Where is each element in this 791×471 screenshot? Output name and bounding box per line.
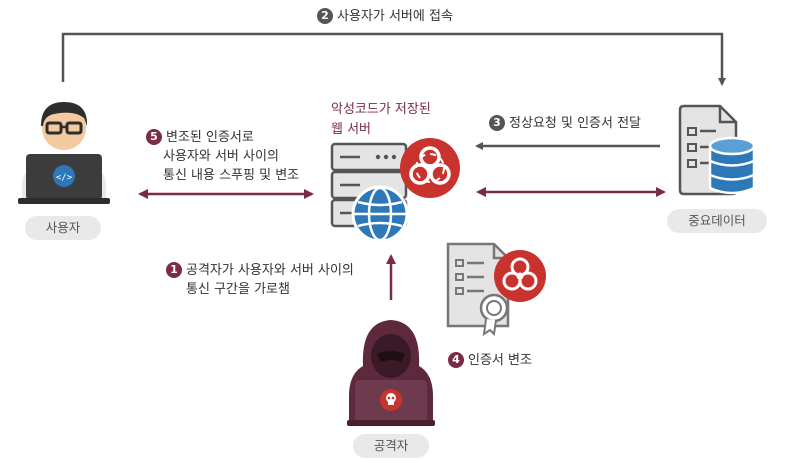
step5-line-2: 사용자와 서버 사이의	[146, 147, 299, 166]
step1-line-2: 통신 구간을 가로챔	[166, 280, 354, 299]
database-document-icon	[676, 104, 762, 200]
step4-label: 4 인증서 변조	[448, 351, 532, 370]
step4-number-badge: 4	[448, 352, 464, 368]
step2-connection-arrow	[63, 34, 722, 84]
step5-line-1: 변조된 인증서로	[166, 130, 254, 145]
step2-label: 2 사용자가 서버에 접속	[317, 7, 453, 26]
step5-line-3: 통신 내용 스푸핑 및 변조	[146, 166, 299, 185]
step1-number-badge: 1	[166, 262, 182, 278]
step5-label: 5 변조된 인증서로 사용자와 서버 사이의 통신 내용 스푸핑 및 변조	[146, 128, 299, 185]
step3-label: 3 정상요청 및 인증서 전달	[489, 114, 641, 133]
step1-label: 1 공격자가 사용자와 서버 사이의 통신 구간을 가로챔	[166, 261, 354, 299]
server-title-line-1: 악성코드가 저장된	[331, 100, 431, 120]
data-label: 중요데이터	[667, 209, 767, 233]
svg-text:</>: </>	[56, 173, 73, 183]
web-server-icon	[328, 132, 473, 244]
attacker-label: 공격자	[353, 434, 429, 458]
hooded-attacker-icon	[339, 316, 443, 428]
step5-number-badge: 5	[146, 129, 162, 145]
forged-certificate-icon	[444, 240, 550, 336]
user-laptop-icon: </>	[14, 96, 114, 206]
step1-line-1: 공격자가 사용자와 서버 사이의	[186, 263, 354, 278]
user-label: 사용자	[25, 216, 101, 240]
step3-text: 정상요청 및 인증서 전달	[509, 116, 641, 131]
step4-text: 인증서 변조	[468, 353, 532, 368]
step2-number-badge: 2	[317, 8, 333, 24]
step2-text: 사용자가 서버에 접속	[337, 9, 453, 24]
step3-number-badge: 3	[489, 115, 505, 131]
